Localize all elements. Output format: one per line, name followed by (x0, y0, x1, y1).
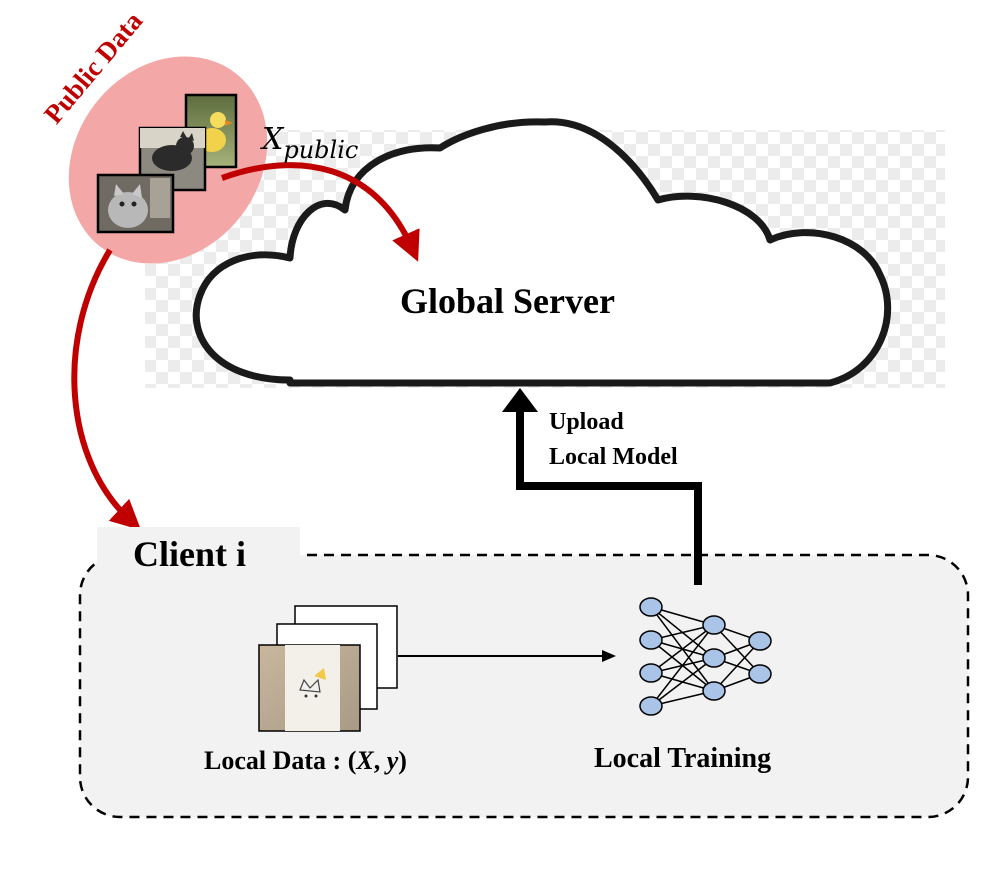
upload-local-model-label: Upload Local Model (549, 405, 678, 475)
local-data-y: y (386, 746, 399, 775)
upload-arrow[interactable] (516, 395, 702, 585)
cat-photo (96, 173, 175, 234)
client-box (78, 553, 970, 819)
local-data-stack[interactable] (258, 605, 398, 732)
public-to-client-arrow[interactable] (71, 248, 142, 531)
local-data-label: Local Data : (X, y) (204, 746, 407, 776)
global-server-label: Global Server (400, 281, 615, 321)
client-label: Client i (133, 534, 246, 574)
local-training-label: Local Training (594, 743, 772, 774)
local-data-prefix: Local Data : ( (204, 746, 357, 775)
client-label-tab (97, 527, 300, 575)
x-public-label: Xpublic (262, 122, 358, 164)
data-to-training-arrow-head (602, 650, 616, 662)
local-data-sep: , (373, 746, 387, 775)
x-public-subscript: public (283, 136, 359, 164)
cat-mug-photo (258, 644, 361, 732)
x-public-base: X (262, 122, 284, 157)
upload-label-line2: Local Model (549, 444, 678, 470)
local-data-x: X (356, 746, 374, 775)
neural-network-icon[interactable] (639, 597, 772, 716)
upload-label-line1: Upload (549, 409, 624, 435)
local-data-suffix: ) (398, 746, 407, 775)
public-to-server-arrow[interactable] (220, 162, 420, 262)
upload-arrow-head (502, 388, 538, 412)
